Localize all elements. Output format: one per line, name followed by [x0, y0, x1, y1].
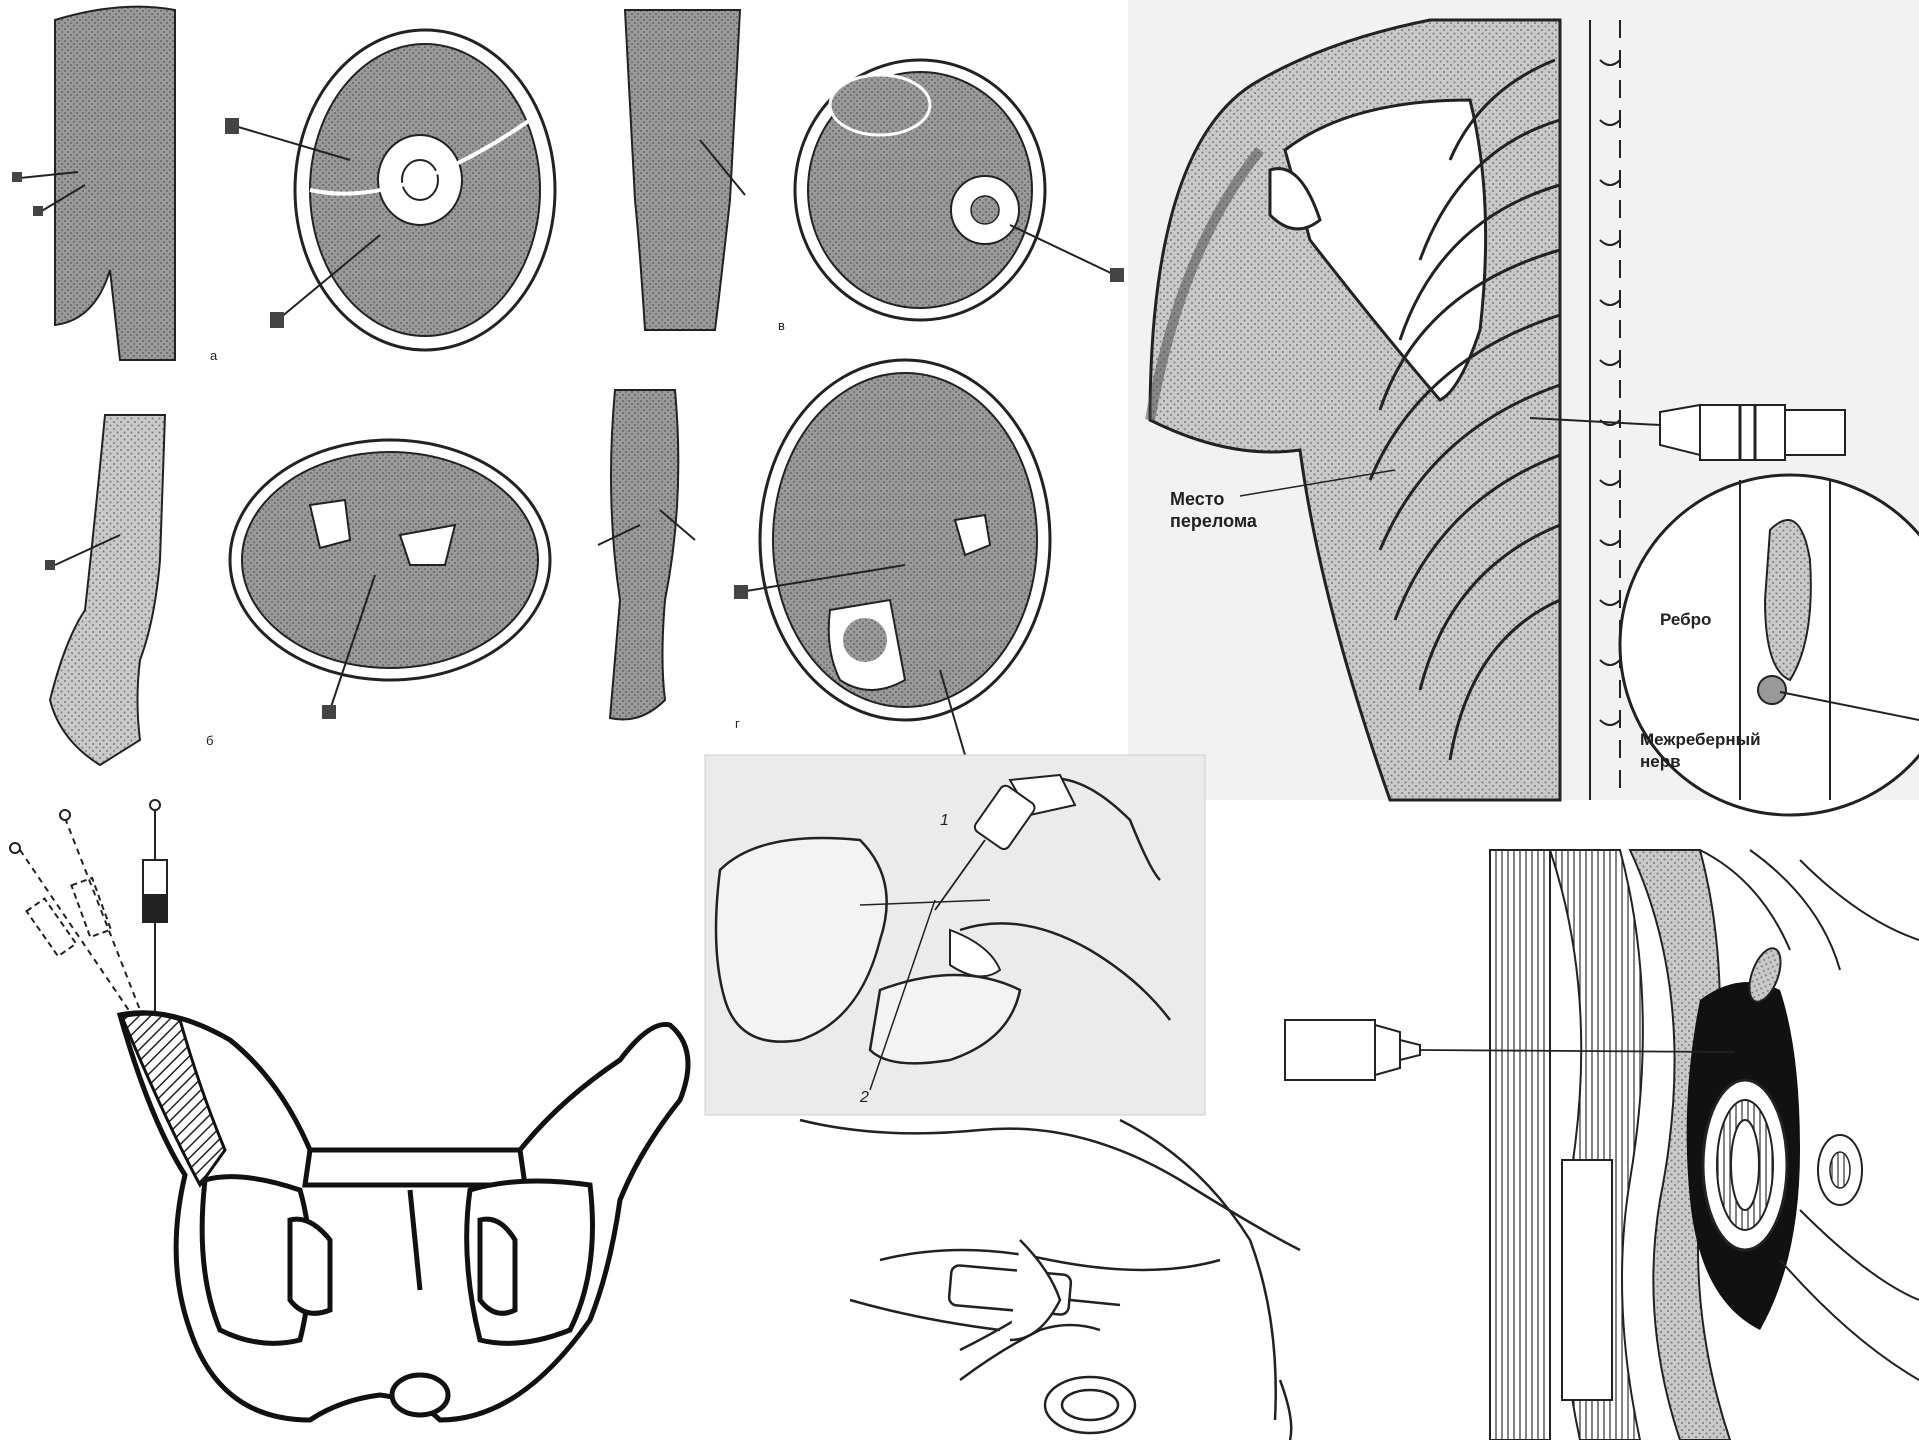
neck-block-panel: 1 2: [705, 755, 1205, 1115]
forearm-cross-section: [230, 440, 550, 719]
label-a: а: [210, 348, 218, 363]
pelvis-outline: [120, 1013, 688, 1420]
patient-syringe-panel: [800, 1120, 1300, 1440]
forearm-figure: б: [45, 415, 213, 765]
thigh-cross-section: [795, 60, 1124, 320]
label-b: б: [206, 733, 213, 748]
rib-block-panel: Место перелома Ребро Межреберный нерв: [1128, 0, 1919, 815]
epidural-panel: [1285, 850, 1919, 1440]
upper-arm-figure: а: [12, 7, 218, 363]
nerve-label-2: нерв: [1640, 752, 1681, 771]
pelvis-panel: [10, 800, 688, 1420]
rib-label: Ребро: [1660, 610, 1711, 629]
fracture-label-1: Место: [1170, 489, 1224, 509]
lower-leg-figure: г: [598, 390, 740, 731]
leg-cross-section: [734, 360, 1050, 755]
label-v: в: [778, 318, 785, 333]
marker-2: 2: [859, 1089, 869, 1106]
thigh-figure: в: [625, 10, 785, 333]
marker-1: 1: [940, 812, 949, 829]
fracture-label-2: перелома: [1170, 511, 1258, 531]
arm-cross-section: [225, 30, 555, 350]
pelvis-syringes: [10, 800, 167, 1015]
nerve-label-1: Межреберный: [1640, 730, 1761, 749]
limb-blocks-panel: а в: [12, 7, 1124, 765]
label-g: г: [735, 716, 740, 731]
